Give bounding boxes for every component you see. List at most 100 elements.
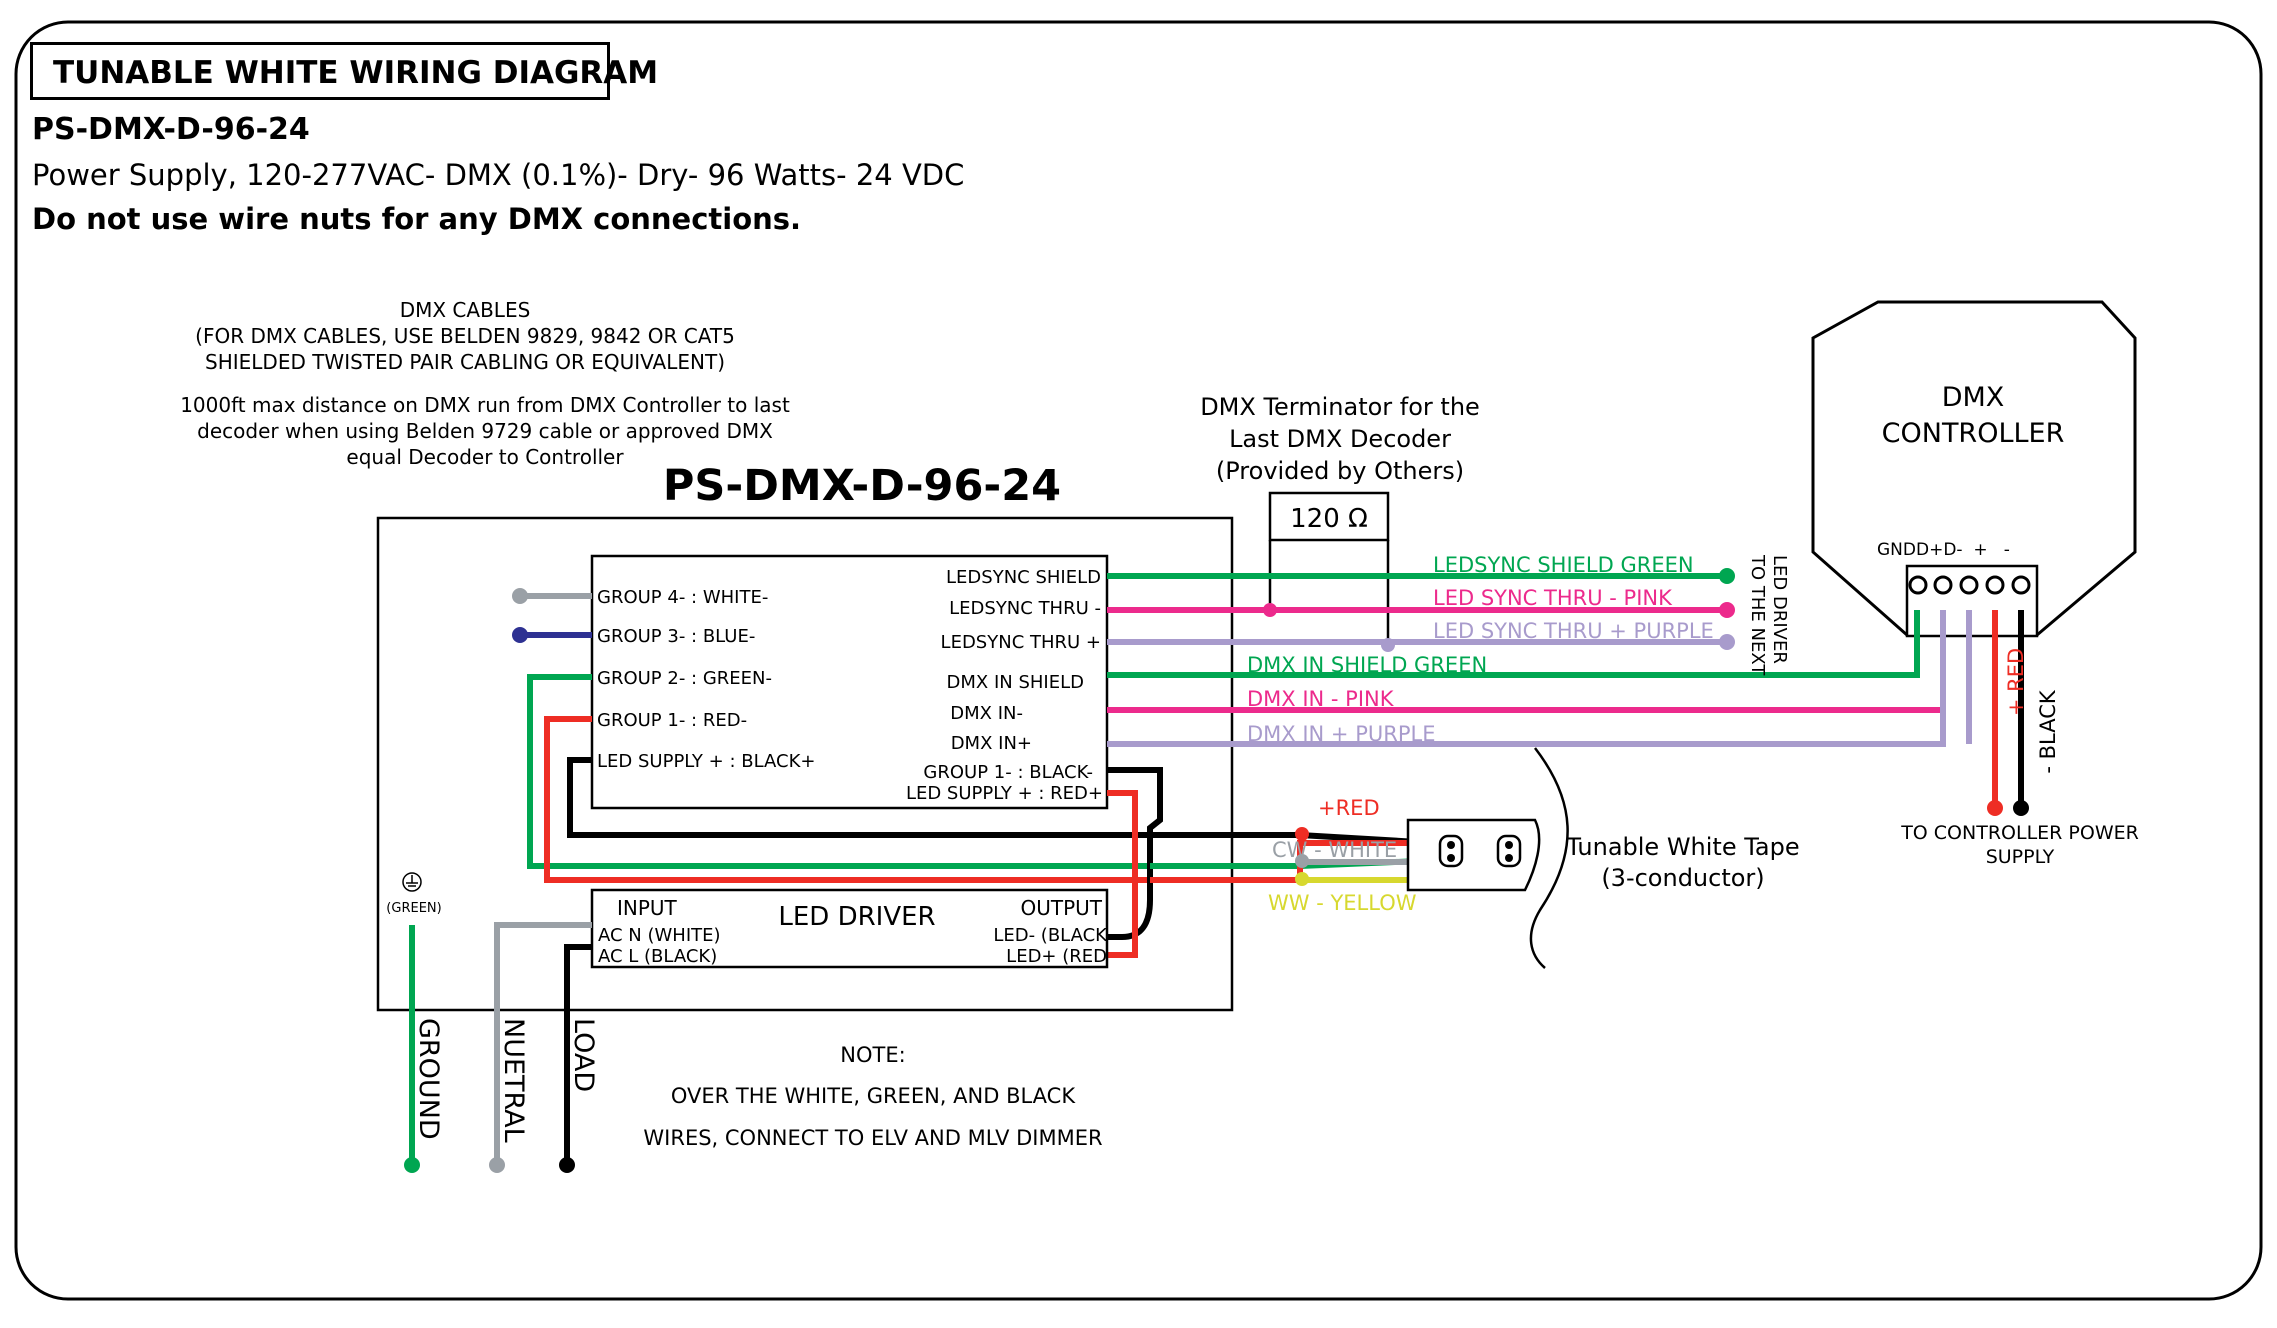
- tunable-white-tape: [1406, 818, 1541, 892]
- neutral-wire-label: NUETRAL: [498, 1018, 529, 1143]
- terminal-group4: GROUP 4- : WHITE-: [597, 587, 768, 608]
- dmx-plus-wire-label: DMX IN + PURPLE: [1247, 722, 1435, 746]
- wire-end-markers: [1263, 568, 2029, 816]
- screw-terminal-icon: [1959, 575, 1979, 595]
- ground-symbol-label: (GREEN): [386, 901, 441, 916]
- ledsync-thru-minus-wire-label: LED SYNC THRU - PINK: [1433, 586, 1673, 610]
- next-driver-label-line2: LED DRIVER: [1769, 555, 1790, 664]
- wire-group1-red: [544, 716, 1150, 883]
- controller-terminal-screws: [1908, 575, 2031, 595]
- terminal-group3: GROUP 3- : BLUE-: [597, 626, 755, 647]
- wire-end-dot: [489, 1157, 505, 1173]
- wire-led-supply-black: [567, 757, 1150, 838]
- decoder-terminal-block: [590, 554, 1109, 810]
- wire-dmx-plus: [1107, 610, 1946, 747]
- tape-white-label: CW - WHITE: [1272, 838, 1397, 862]
- terminal-ledsync-thru-plus: LEDSYNC THRU +: [941, 632, 1101, 653]
- controller-title-line2: CONTROLLER: [1882, 418, 2065, 449]
- tape-pad-icon: [1438, 834, 1464, 868]
- distance-note-line2: decoder when using Belden 9729 cable or …: [197, 419, 773, 443]
- driver-title: LED DRIVER: [778, 902, 935, 932]
- terminal-led-supply: LED SUPPLY + : BLACK+: [597, 751, 815, 772]
- tape-label-line1: Tunable White Tape: [1565, 833, 1799, 861]
- ground-symbol-icon: [402, 872, 422, 892]
- page-frame: [14, 20, 2263, 1301]
- tape-white-dot: [1295, 854, 1309, 868]
- wire-end-dot: [1719, 634, 1735, 650]
- cables-note-line2: (FOR DMX CABLES, USE BELDEN 9829, 9842 O…: [195, 324, 735, 348]
- screw-terminal-icon: [1985, 575, 2005, 595]
- terminator-note-line3: (Provided by Others): [1216, 457, 1464, 485]
- ledsync-thru-plus-wire-label: LED SYNC THRU + PURPLE: [1433, 619, 1714, 643]
- tape-break-line: [1529, 747, 1569, 969]
- terminator-resistor: [1268, 491, 1390, 542]
- wire-led-supply-red-plus: [1107, 790, 1138, 958]
- screw-terminal-icon: [1908, 575, 1928, 595]
- wire-end-dot: [404, 1157, 420, 1173]
- wire-group2-green: [527, 674, 1150, 869]
- distance-note-line1: 1000ft max distance on DMX run from DMX …: [180, 393, 790, 417]
- cables-note-line1: DMX CABLES: [400, 298, 531, 322]
- terminal-dmx-shield: DMX IN SHIELD: [947, 672, 1084, 693]
- driver-input-label: INPUT: [617, 896, 678, 920]
- terminator-note-line1: DMX Terminator for the: [1200, 393, 1480, 421]
- tape-contact-pads: [1438, 834, 1522, 868]
- terminal-ledsync-shield: LEDSYNC SHIELD: [946, 567, 1101, 588]
- tape-yellow-dot: [1295, 872, 1309, 886]
- terminator-junction-dot: [1381, 638, 1395, 652]
- terminal-ledsync-thru-minus: LEDSYNC THRU -: [949, 598, 1101, 619]
- wire-end-dot: [512, 627, 528, 643]
- screw-terminal-icon: [2011, 575, 2031, 595]
- terminator-junction-dot: [1263, 603, 1277, 617]
- led-driver-box: [590, 888, 1109, 969]
- load-wire-label: LOAD: [568, 1018, 599, 1092]
- terminal-dmx-plus: DMX IN+: [951, 733, 1032, 754]
- tape-red-label: +RED: [1318, 796, 1380, 820]
- controller-pin-labels: GNDD+D- + -: [1877, 540, 2010, 560]
- controller-power-label-line2: SUPPLY: [1986, 846, 2055, 868]
- wire-end-dot: [1719, 568, 1735, 584]
- controller-title-line1: DMX: [1942, 382, 2005, 413]
- wire-load: [564, 944, 592, 1163]
- wire-dmx-shield: [1107, 610, 1920, 678]
- terminal-group2: GROUP 2- : GREEN-: [597, 668, 772, 689]
- wire-group1-black-minus: [1107, 767, 1163, 940]
- wire-end-dot: [1719, 602, 1735, 618]
- wire-end-markers-left: [512, 588, 528, 643]
- tape-label-line2: (3-conductor): [1601, 864, 1764, 892]
- ground-wire-label: GROUND: [413, 1018, 444, 1140]
- bottom-note-line1: NOTE:: [840, 1043, 905, 1067]
- ledsync-shield-wire-label: LEDSYNC SHIELD GREEN: [1433, 553, 1694, 577]
- driver-output-led-minus: LED- (BLACK: [993, 925, 1108, 946]
- title-box: TUNABLE WHITE WIRING DIAGRAM: [30, 42, 658, 100]
- dmx-shield-wire-label: DMX IN SHIELD GREEN: [1247, 653, 1487, 677]
- next-driver-label-line1: TO THE NEXT: [1747, 554, 1768, 676]
- controller-power-label-line1: TO CONTROLLER POWER: [1900, 822, 2139, 844]
- tape-yellow-label: WW - YELLOW: [1268, 891, 1417, 915]
- wire-nut-warning: Do not use wire nuts for any DMX connect…: [32, 202, 802, 236]
- model-heading: PS-DMX-D-96-24: [32, 112, 310, 147]
- bottom-note-line3: WIRES, CONNECT TO ELV AND MLV DIMMER: [643, 1126, 1102, 1150]
- product-description: Power Supply, 120-277VAC- DMX (0.1%)- Dr…: [32, 158, 965, 192]
- decoder-title: PS-DMX-D-96-24: [663, 461, 1061, 511]
- terminal-group1-black: GROUP 1- : BLACK-: [923, 762, 1093, 783]
- wire-end-dot: [559, 1157, 575, 1173]
- wire-end-dot: [512, 588, 528, 604]
- page-title: TUNABLE WHITE WIRING DIAGRAM: [53, 55, 659, 91]
- driver-input-ac-n: AC N (WHITE): [598, 925, 721, 946]
- terminal-group1: GROUP 1- : RED-: [597, 710, 747, 731]
- bottom-note-line2: OVER THE WHITE, GREEN, AND BLACK: [671, 1084, 1076, 1108]
- driver-input-ac-l: AC L (BLACK): [598, 946, 717, 967]
- terminal-dmx-minus: DMX IN-: [950, 703, 1023, 724]
- tape-pad-icon: [1496, 834, 1522, 868]
- cables-note-line3: SHIELDED TWISTED PAIR CABLING OR EQUIVAL…: [205, 350, 725, 374]
- driver-output-label: OUTPUT: [1020, 896, 1102, 920]
- controller-black-label: - BLACK: [2036, 689, 2060, 774]
- terminator-value: 120 Ω: [1290, 504, 1368, 534]
- driver-output-led-plus: LED+ (RED: [1006, 946, 1107, 967]
- tape-red-dot: [1295, 827, 1309, 841]
- wire-end-dot: [1987, 800, 2003, 816]
- dmx-minus-wire-label: DMX IN - PINK: [1247, 687, 1395, 711]
- wire-neutral: [494, 922, 592, 1163]
